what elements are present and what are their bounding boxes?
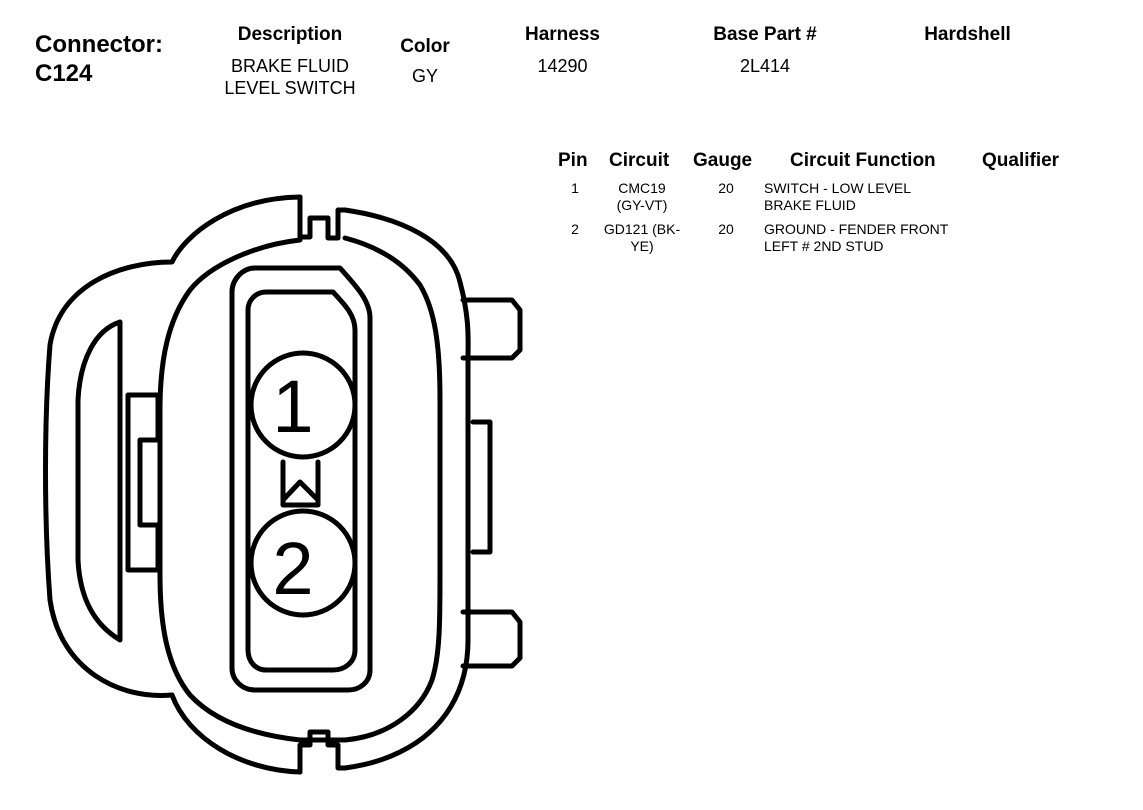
function-line1: GROUND - FENDER FRONT [764, 221, 949, 237]
pin-2-circle [248, 508, 358, 618]
gauge-cell: 20 [718, 180, 734, 196]
pin-separator [280, 459, 321, 508]
right-tab-mid [470, 419, 493, 555]
left-tab [125, 392, 161, 573]
col-function-header: Circuit Function [790, 150, 936, 171]
cavity-outer [229, 265, 373, 693]
hardshell-header: Hardshell [924, 24, 1011, 45]
function-cell: SWITCH - LOW LEVEL BRAKE FLUID [764, 180, 994, 214]
inner-shell [157, 235, 443, 743]
col-qualifier-header: Qualifier [982, 150, 1060, 171]
pin-1-label: 1 [272, 365, 313, 448]
outer-shell-left [43, 194, 303, 775]
cavity-inner [245, 289, 358, 673]
function-line2: LEFT # 2ND STUD [764, 238, 884, 254]
base-part-header: Base Part # [713, 24, 817, 45]
col-pin-header: Pin [558, 150, 588, 171]
right-tab-bottom [460, 609, 523, 669]
circuit-line2: (GY-VT) [616, 197, 668, 213]
function-line2: BRAKE FLUID [764, 197, 856, 213]
col-gauge-header: Gauge [693, 150, 753, 171]
circuit-line2: YE) [630, 238, 654, 254]
circuit-line1: GD121 (BK- [603, 221, 681, 237]
color-value: GY [411, 66, 438, 86]
function-line1: SWITCH - LOW LEVEL [764, 180, 912, 196]
description-header: Description [237, 24, 343, 45]
base-part-value: 2L414 [739, 56, 791, 76]
connector-title: Connector: C124 [35, 30, 163, 88]
col-circuit-header: Circuit [609, 150, 670, 171]
pin-number: 1 [571, 180, 579, 196]
harness-value: 14290 [537, 56, 588, 76]
pin-number: 2 [571, 221, 579, 237]
description-line2: LEVEL SWITCH [224, 78, 356, 98]
top-key [297, 194, 348, 241]
left-latch [75, 319, 123, 643]
color-header: Color [400, 36, 450, 57]
harness-header: Harness [525, 24, 600, 45]
bottom-key [297, 729, 348, 775]
pin-2-label: 2 [272, 527, 313, 610]
right-tab-top [460, 297, 523, 361]
pin-1-circle [248, 350, 358, 460]
connector-id: C124 [35, 60, 93, 87]
connector-label: Connector: [35, 31, 163, 58]
circuit-line1: CMC19 [618, 180, 666, 196]
gauge-cell: 20 [718, 221, 734, 237]
description-value: BRAKE FLUID LEVEL SWITCH [205, 55, 375, 99]
description-line1: BRAKE FLUID [230, 56, 350, 76]
circuit-cell: CMC19 (GY-VT) [597, 180, 687, 214]
circuit-cell: GD121 (BK- YE) [597, 221, 687, 255]
function-cell: GROUND - FENDER FRONT LEFT # 2ND STUD [764, 221, 994, 255]
